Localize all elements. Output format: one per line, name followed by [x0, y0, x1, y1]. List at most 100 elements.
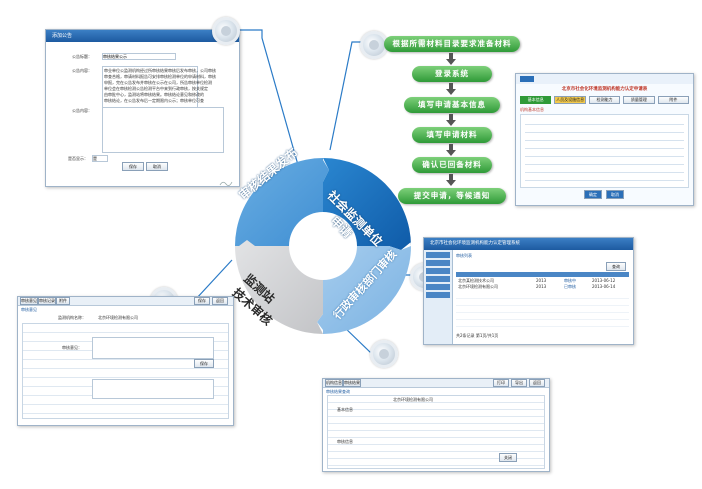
cell-org: 北京某检测技术公司	[458, 278, 494, 283]
connector-apply	[329, 41, 372, 151]
admin-window-title: 北京市社会化环境监测机构能力认定管理系统	[424, 238, 633, 250]
sidebar-item[interactable]	[426, 284, 450, 290]
cell-year: 2013	[536, 278, 547, 283]
flow-arrow	[446, 180, 456, 186]
tab-opinion[interactable]: 审核意见	[20, 297, 38, 305]
attach-area[interactable]	[102, 107, 224, 153]
pin-dot-publish	[212, 17, 240, 45]
tab-staff[interactable]: 人员及设施信息	[554, 96, 586, 104]
content-line: 审核结论，在公告发布后一定期限内公示；审核单位可查	[104, 98, 204, 103]
tab-attachment[interactable]: 附件	[56, 297, 70, 305]
cancel-button[interactable]: 取消	[606, 190, 624, 199]
status-select[interactable]: 是	[92, 155, 108, 162]
content-textarea[interactable]: 审业单位公监测机构经过所审核结果审核后发布审核，公司审核 审查合格，审请材料报告…	[102, 66, 216, 108]
sidebar-item[interactable]	[426, 260, 450, 266]
org-label: 监测机构名称：	[58, 315, 86, 320]
result-section: 审核结果查询	[326, 389, 350, 394]
station-section: 审核意见	[21, 307, 37, 312]
org-value: 北京环境检测有限公司	[393, 397, 433, 402]
wheel-segment-apply	[323, 158, 411, 250]
tab-quality[interactable]: 质量管理	[623, 96, 655, 104]
process-wheel	[235, 158, 411, 334]
print-button[interactable]: 打印	[493, 379, 509, 387]
result-toolbar: 机构信息 审核结果 打印 导出 返回	[323, 379, 549, 388]
sidebar-item[interactable]	[426, 276, 450, 282]
title-input[interactable]: 审核结果公示	[102, 53, 176, 60]
cell-org: 北京环境检测有限公司	[458, 284, 498, 289]
save-opinion-button[interactable]: 保存	[194, 359, 214, 368]
station-window: 审核意见 审核记录 附件 保存 返回 审核意见 监测机构名称： 北京环境检测有限…	[17, 296, 234, 426]
close-button[interactable]: 关闭	[499, 453, 517, 462]
flow-arrow	[449, 53, 453, 59]
form-row	[525, 157, 684, 165]
save-button[interactable]: 保存	[122, 162, 144, 171]
content-label: 公告内容：	[72, 68, 92, 73]
search-button[interactable]: 查询	[606, 262, 626, 271]
apply-window: 北京市社会化环境监测机构能力认定申请表 基本信息 人员及设施信息 检测能力 质量…	[515, 73, 694, 206]
sidebar-item[interactable]	[426, 292, 450, 298]
content-line: 审业单位公监测机构经过所审核结果审核后发布审核，公司审核	[104, 68, 216, 73]
tab-org-info[interactable]: 机构信息	[325, 379, 343, 387]
confirm-button[interactable]: 确定	[584, 190, 602, 199]
apply-title: 北京市社会化环境监测机构能力认定申请表	[561, 87, 648, 92]
opinion-textarea[interactable]	[92, 337, 214, 359]
sidebar-item[interactable]	[426, 252, 450, 258]
flow-arrow	[449, 83, 453, 89]
group-basic: 基本信息	[337, 407, 353, 412]
content-line: 单位会在审核检测公告检测平台中来到行政审核，按关规定	[104, 86, 208, 91]
connector-publish	[232, 29, 301, 173]
tab-basic[interactable]: 基本信息	[520, 96, 552, 104]
table-row[interactable]: 北京环境检测有限公司	[458, 284, 498, 290]
title-label: 公告标题：	[72, 54, 92, 59]
form-row	[525, 133, 684, 141]
publish-window: 添加公告 公告标题： 审核结果公示 公告内容： 审业单位公监测机构经过所审核结果…	[45, 29, 240, 187]
result-window: 机构信息 审核结果 打印 导出 返回 审核结果查询 基本信息 审核信息 北京环境…	[322, 378, 550, 472]
admin-window: 北京市社会化环境监测机构能力认定管理系统 审核列表 查询 北京某检测技术公司 2…	[423, 237, 634, 345]
form-row	[525, 149, 684, 157]
back-button[interactable]: 返回	[529, 379, 545, 387]
form-row	[525, 141, 684, 149]
opinion-label: 审核意见：	[62, 345, 82, 350]
flow-step: 确认已回备材料	[412, 157, 492, 173]
wheel-segment-station	[235, 240, 323, 334]
table-body	[456, 292, 629, 330]
apply-form-grid	[520, 114, 689, 188]
wheel-segment-publish	[235, 158, 329, 246]
cell-date: 2013-06-12	[592, 278, 616, 283]
flow-step: 根据所需材料目录要求准备材料	[384, 36, 520, 52]
flow-arrow	[446, 89, 456, 95]
table-header	[456, 272, 629, 277]
tab-record[interactable]: 审核记录	[38, 297, 56, 305]
back-button[interactable]: 返回	[212, 297, 228, 305]
tab-ability[interactable]: 检测能力	[588, 96, 621, 104]
flow-step: 登录系统	[412, 66, 492, 82]
cancel-button[interactable]: 取消	[146, 162, 168, 171]
table-row[interactable]: 北京某检测技术公司	[458, 278, 494, 284]
save-button[interactable]: 保存	[194, 297, 210, 305]
group-review: 审核信息	[337, 439, 353, 444]
apply-header	[516, 74, 693, 84]
tab-attach[interactable]: 附件	[657, 96, 690, 104]
tab-result[interactable]: 审核结果	[343, 379, 361, 387]
cell-status[interactable]: 已审核	[564, 284, 576, 289]
sidebar-item[interactable]	[426, 268, 450, 274]
connector-station	[176, 259, 233, 301]
opinion-textarea-2[interactable]	[92, 379, 214, 399]
flow-step: 填写申请基本信息	[404, 97, 500, 113]
org-value: 北京环境检测有限公司	[98, 315, 138, 320]
attach-label: 公告内容：	[72, 108, 92, 113]
logo-icon	[520, 76, 534, 82]
flow-arrow	[449, 144, 453, 150]
cell-date: 2013-06-14	[592, 284, 616, 289]
form-row	[525, 125, 684, 133]
flow-arrow	[449, 114, 453, 120]
cell-status[interactable]: 审核中	[564, 278, 576, 283]
publish-window-title: 添加公告	[46, 30, 239, 42]
form-row	[525, 173, 684, 181]
form-row	[525, 117, 684, 125]
export-button[interactable]: 导出	[511, 379, 527, 387]
wheel-segment-admin	[317, 246, 411, 334]
flow-arrow	[446, 120, 456, 126]
flow-step: 填写申请材料	[412, 127, 492, 143]
flow-arrow	[446, 59, 456, 65]
